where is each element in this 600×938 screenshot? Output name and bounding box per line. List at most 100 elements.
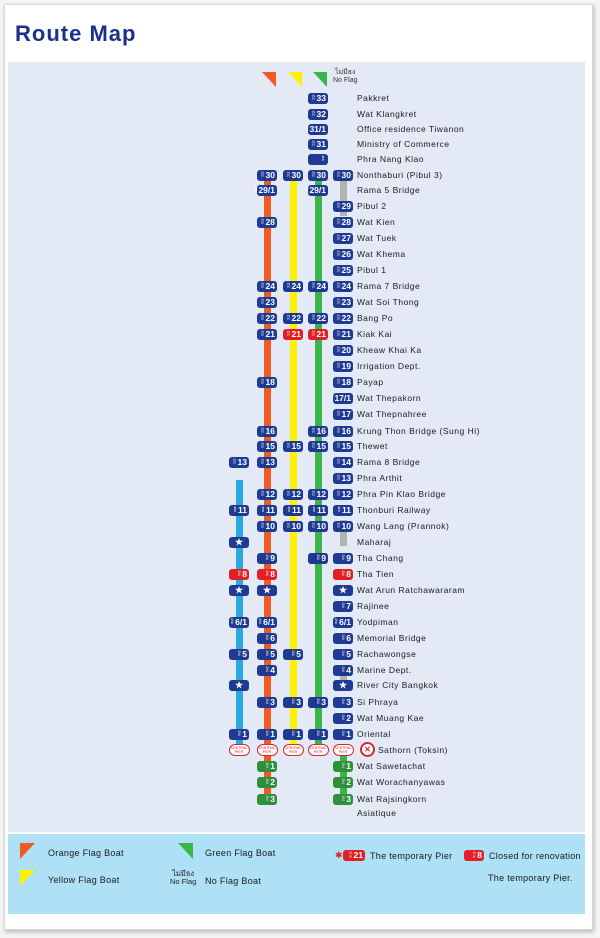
pier-number: 29 xyxy=(341,200,351,211)
gray-route-line xyxy=(340,520,347,546)
pier-number: 16 xyxy=(265,425,275,436)
station-name: Phra Arthit xyxy=(357,473,403,483)
pier-number: 1 xyxy=(270,760,275,771)
station-name: Wat Tuek xyxy=(357,233,397,243)
station-name: Maharaj xyxy=(357,537,392,547)
pier-number: 31/1 xyxy=(309,123,326,134)
pier-number: 2 xyxy=(346,712,351,723)
pier-number: 12 xyxy=(341,488,351,499)
legend-noflag: No Flag Boat xyxy=(205,876,262,886)
pier-number: 22 xyxy=(265,312,275,323)
pier-number: 22 xyxy=(316,312,326,323)
pier-number: 2 xyxy=(270,776,275,787)
station-name: Asiatique xyxy=(357,808,397,818)
station-name: Tha Tien xyxy=(357,569,395,579)
pier-number: 8 xyxy=(346,568,351,579)
station-name: Rama 7 Bridge xyxy=(357,281,421,291)
pier-number: 21 xyxy=(291,328,301,339)
pier-number: 29/1 xyxy=(258,184,275,195)
station-name: Wat Worachanyawas xyxy=(357,777,446,787)
star-pier-icon: ★ xyxy=(229,536,249,548)
pier-number: 12 xyxy=(291,488,301,499)
pier-number: 22 xyxy=(341,312,351,323)
pier-number: 1 xyxy=(242,728,247,739)
pier-number: 26 xyxy=(341,248,351,259)
pier-number: 24 xyxy=(316,280,326,291)
yellow-flag-icon xyxy=(288,72,302,87)
pier-number: 23 xyxy=(341,296,351,307)
pier-number: 11 xyxy=(342,504,351,515)
legend-yellow: Yellow Flag Boat xyxy=(48,875,120,885)
station-name: Wat Thepnahree xyxy=(357,409,427,419)
pier-number: 18 xyxy=(341,376,351,387)
pier-number: 13 xyxy=(237,456,247,467)
station-name: Pakkret xyxy=(357,93,390,103)
legend-noflag-en: No Flag xyxy=(170,877,197,886)
pier-number: 6/1 xyxy=(235,616,247,627)
pier-number: 30 xyxy=(291,169,301,180)
star-pier-icon: ★ xyxy=(229,584,249,596)
pier-number: 1 xyxy=(270,728,275,739)
station-name: Payap xyxy=(357,377,384,387)
station-name: Office residence Tiwanon xyxy=(357,124,465,134)
star-pier-icon: ★ xyxy=(229,679,249,691)
legend-closed: Closed for renovation xyxy=(489,851,581,861)
station-name: Memorial Bridge xyxy=(357,633,427,643)
legend-orange: Orange Flag Boat xyxy=(48,848,124,858)
station-name: Wat Soi Thong xyxy=(357,297,420,307)
station-name: Rajinee xyxy=(357,601,390,611)
